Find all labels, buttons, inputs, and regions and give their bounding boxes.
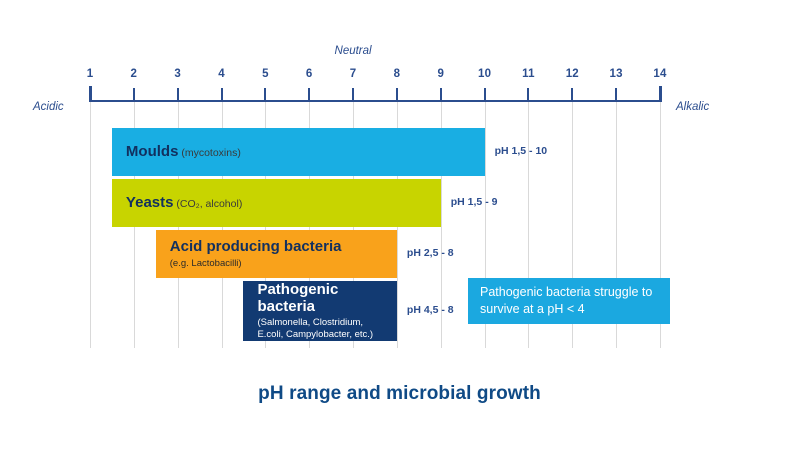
bar-subtitle: (e.g. Lactobacilli) bbox=[169, 257, 242, 269]
axis-tick-label-9: 9 bbox=[437, 68, 445, 80]
bar-title: Pathogenic bacteria bbox=[257, 280, 339, 316]
gridline-9 bbox=[440, 102, 442, 348]
ph-range-label: pH 2,5 - 8 bbox=[406, 247, 454, 259]
bar-title: Yeasts (CO₂, alcohol) bbox=[125, 194, 243, 212]
axis-tick-label-11: 11 bbox=[522, 68, 535, 80]
axis-tick-9 bbox=[439, 88, 442, 102]
axis-tick-label-8: 8 bbox=[393, 68, 401, 80]
gridline-13 bbox=[616, 102, 618, 348]
axis-tick-label-10: 10 bbox=[478, 68, 492, 80]
axis-tick-6 bbox=[308, 88, 311, 102]
axis-neutral-label: Neutral bbox=[334, 45, 372, 57]
axis-tick-14 bbox=[659, 86, 662, 102]
axis-tick-label-1: 1 bbox=[86, 68, 94, 80]
axis-tick-10 bbox=[483, 88, 486, 102]
bar-title-detail: (mycotoxins) bbox=[178, 147, 241, 160]
axis-tick-label-13: 13 bbox=[609, 68, 623, 80]
bar-subtitle: (Salmonella, Clostridium,E.coli, Campylo… bbox=[257, 317, 374, 341]
axis-tick-8 bbox=[395, 88, 398, 102]
gridline-14 bbox=[660, 102, 661, 348]
axis-acidic-label: Acidic bbox=[33, 101, 64, 113]
gridline-10 bbox=[484, 102, 486, 348]
axis-tick-7 bbox=[352, 88, 355, 102]
ph-range-label: pH 1,5 - 9 bbox=[450, 196, 498, 208]
gridline-12 bbox=[572, 102, 574, 348]
axis-tick-4 bbox=[220, 88, 223, 102]
axis-tick-label-3: 3 bbox=[174, 68, 181, 80]
axis-tick-label-14: 14 bbox=[653, 68, 667, 80]
bar-acid-producing-bacteria: Acid producing bacteria(e.g. Lactobacill… bbox=[155, 230, 397, 278]
bar-yeasts: Yeasts (CO₂, alcohol) bbox=[111, 179, 441, 227]
axis-tick-label-7: 7 bbox=[349, 68, 357, 80]
callout-text: Pathogenic bacteria struggle to survive … bbox=[480, 285, 653, 316]
axis-tick-label-4: 4 bbox=[218, 68, 225, 80]
axis-tick-2 bbox=[132, 88, 135, 102]
ph-range-label: pH 4,5 - 8 bbox=[406, 304, 454, 316]
bar-moulds: Moulds (mycotoxins) bbox=[111, 128, 485, 176]
bar-title: Acid producing bacteria bbox=[169, 238, 342, 256]
bar-title-detail: (CO₂, alcohol) bbox=[173, 198, 243, 211]
bar-title: Moulds (mycotoxins) bbox=[125, 143, 241, 161]
axis-tick-label-6: 6 bbox=[305, 68, 313, 80]
axis-tick-11 bbox=[527, 88, 530, 102]
chart-caption: pH range and microbial growth bbox=[258, 383, 541, 404]
axis-tick-5 bbox=[264, 88, 267, 102]
axis-alkalic-label: Alkalic bbox=[676, 101, 710, 113]
axis-tick-label-2: 2 bbox=[130, 68, 138, 80]
bar-pathogenic-bacteria: Pathogenic bacteria(Salmonella, Clostrid… bbox=[243, 280, 397, 341]
gridline-1 bbox=[90, 102, 91, 348]
callout-box: Pathogenic bacteria struggle to survive … bbox=[468, 278, 670, 324]
axis-tick-3 bbox=[176, 88, 179, 102]
ph-range-label: pH 1,5 - 10 bbox=[494, 145, 548, 157]
gridline-11 bbox=[528, 102, 530, 348]
axis-tick-13 bbox=[615, 88, 618, 102]
axis-tick-label-12: 12 bbox=[565, 68, 579, 80]
axis-tick-12 bbox=[571, 88, 574, 102]
axis-tick-label-5: 5 bbox=[262, 68, 269, 80]
axis-line bbox=[90, 100, 662, 102]
axis-tick-1 bbox=[89, 86, 92, 102]
